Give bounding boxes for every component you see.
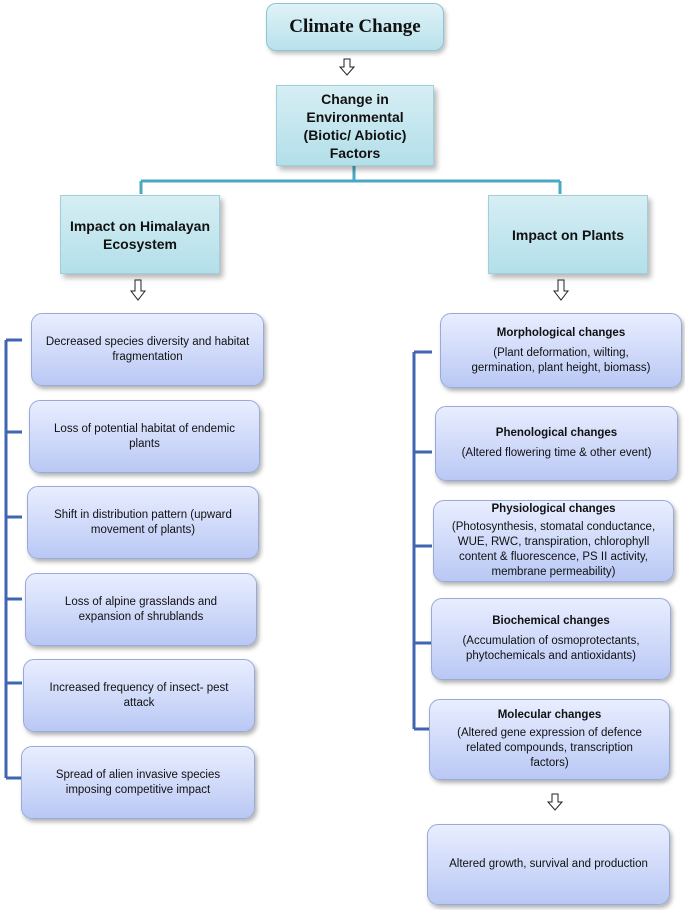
- arrow-down-right: [552, 279, 570, 301]
- molecular-head: Molecular changes: [497, 709, 602, 721]
- env-line-3: (Biotic/ Abiotic): [303, 126, 407, 143]
- plant-change-molecular: Molecular changes (Altered gene expressi…: [429, 699, 670, 780]
- himalayan-item-2: Loss of potential habitat of endemic pla…: [29, 400, 260, 473]
- climate-change-box: Climate Change: [266, 3, 444, 51]
- himalayan-item-3: Shift in distribution pattern (upward mo…: [27, 486, 259, 559]
- env-line-1: Change in: [321, 90, 389, 107]
- env-line-4: Factors: [329, 144, 381, 161]
- himalayan-label-1: Impact on Himalayan: [69, 217, 211, 234]
- himalayan-item-1: Decreased species diversity and habitat …: [31, 313, 264, 386]
- physiological-head: Physiological changes: [491, 503, 616, 515]
- plant-change-physiological: Physiological changes (Photosynthesis, s…: [433, 500, 674, 582]
- plant-change-morphological: Morphological changes (Plant deformation…: [440, 313, 682, 388]
- himalayan-impact-box: Impact on Himalayan Ecosystem: [60, 195, 220, 274]
- outcome-text: Altered growth, survival and production: [449, 858, 648, 870]
- phenological-head: Phenological changes: [495, 427, 618, 439]
- plant-change-biochemical: Biochemical changes (Accumulation of osm…: [431, 598, 671, 680]
- env-line-2: Environmental: [306, 108, 404, 125]
- environmental-factors-box: Change in Environmental (Biotic/ Abiotic…: [276, 85, 434, 166]
- left-bracket: [4, 338, 22, 780]
- arrow-down-outcome: [546, 793, 564, 811]
- arrow-down-left: [129, 279, 147, 301]
- himalayan-item-6: Spread of alien invasive species imposin…: [21, 746, 255, 819]
- himalayan-item-4: Loss of alpine grasslands and expansion …: [25, 573, 257, 646]
- morphological-head: Morphological changes: [496, 326, 626, 339]
- climate-change-title: Climate Change: [289, 16, 421, 37]
- plant-change-phenological: Phenological changes (Altered flowering …: [435, 406, 678, 481]
- biochemical-head: Biochemical changes: [492, 615, 610, 627]
- plants-impact-box: Impact on Plants: [488, 195, 648, 274]
- plants-label: Impact on Plants: [511, 226, 625, 243]
- himalayan-label-2: Ecosystem: [103, 235, 177, 252]
- arrow-down-1: [338, 58, 356, 76]
- teal-split-connector: [139, 166, 562, 194]
- himalayan-item-5: Increased frequency of insect- pest atta…: [23, 659, 255, 732]
- right-bracket: [412, 350, 432, 731]
- outcome-box: Altered growth, survival and production: [427, 824, 670, 905]
